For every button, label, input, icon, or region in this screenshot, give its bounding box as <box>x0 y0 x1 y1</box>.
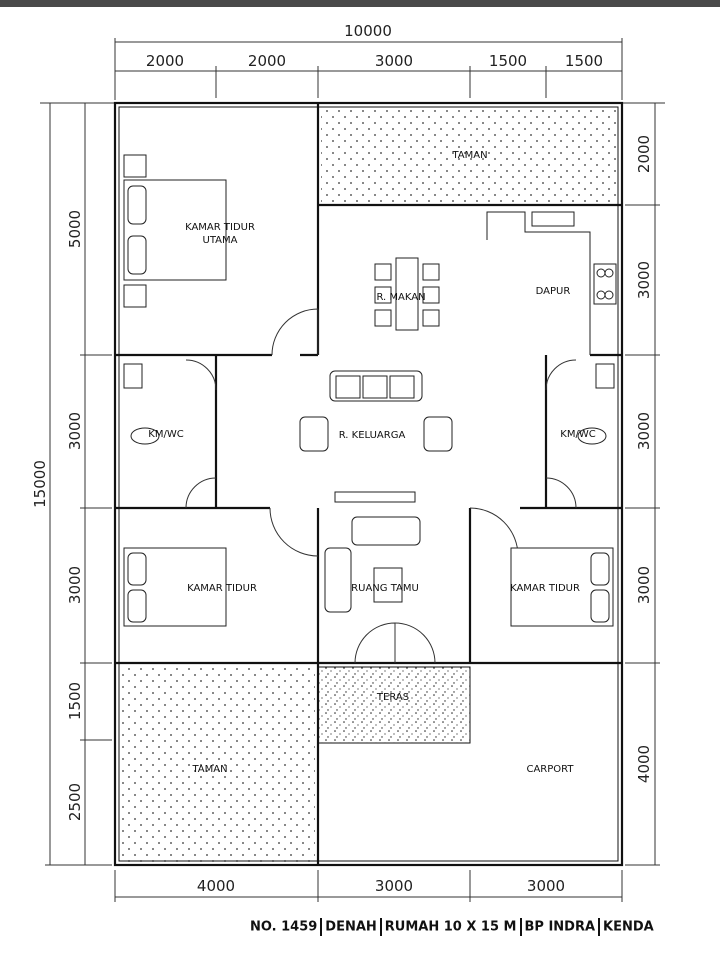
dimension-right <box>625 103 660 866</box>
living-sofa-icon <box>324 516 421 613</box>
label-master-bedroom-2: UTAMA <box>203 235 238 246</box>
dim-left-3: 3000 <box>66 566 84 604</box>
label-living-room: RUANG TAMU <box>351 583 419 594</box>
dim-left-total: 15000 <box>31 460 49 508</box>
dim-top-total: 10000 <box>344 22 392 40</box>
label-terrace: TERAS <box>376 692 409 703</box>
terrace-hatch <box>317 666 471 744</box>
caption-number: NO. 1459 <box>250 919 318 935</box>
label-kitchen: DAPUR <box>536 286 571 297</box>
label-bedroom-right: KAMAR TIDUR <box>510 583 580 594</box>
doors <box>185 308 577 664</box>
dimension-top <box>40 38 665 104</box>
tv-cabinet <box>334 491 416 503</box>
caption-owner: BP INDRA <box>524 919 596 935</box>
caption-location: KENDA <box>603 919 654 935</box>
label-carport: CARPORT <box>526 764 574 775</box>
dim-top-1: 2000 <box>146 52 184 70</box>
caption-divider <box>379 918 382 936</box>
dim-right-1: 2000 <box>635 135 653 173</box>
caption-type: DENAH <box>325 919 377 935</box>
label-master-bedroom-1: KAMAR TIDUR <box>185 222 255 233</box>
label-family-room: R. KELUARGA <box>339 430 406 441</box>
dining-table-icon <box>374 257 440 331</box>
master-bed-icon <box>123 154 227 308</box>
dim-right-2: 3000 <box>635 261 653 299</box>
caption-divider <box>519 918 522 936</box>
dim-top-3: 3000 <box>375 52 413 70</box>
toilet-right-icon <box>577 363 615 445</box>
label-bath-right: KM/WC <box>560 429 595 440</box>
dim-bottom-2: 3000 <box>375 877 413 895</box>
label-dining: R. MAKAN <box>376 292 425 303</box>
dim-left-4: 1500 <box>66 682 84 720</box>
dimension-left <box>45 103 112 866</box>
stove-icon <box>593 263 617 305</box>
caption-divider <box>320 918 323 936</box>
dim-left-1: 5000 <box>66 210 84 248</box>
dim-top-4: 1500 <box>489 52 527 70</box>
sink-icon <box>531 211 575 227</box>
label-taman-bottom: TAMAN <box>191 764 227 775</box>
dim-right-5: 4000 <box>635 745 653 783</box>
caption-divider <box>598 918 601 936</box>
label-taman-top: TAMAN <box>451 150 487 161</box>
dim-left-5: 2500 <box>66 783 84 821</box>
label-bath-left: KM/WC <box>148 429 183 440</box>
caption-house: RUMAH 10 X 15 M <box>384 919 517 935</box>
dimension-bottom <box>114 870 623 902</box>
dim-top-5: 1500 <box>565 52 603 70</box>
kitchen-counter <box>486 211 617 355</box>
garden-bottom-hatch <box>119 667 315 862</box>
dim-bottom-1: 4000 <box>197 877 235 895</box>
garden-top-hatch <box>321 107 618 203</box>
dim-left-2: 3000 <box>66 412 84 450</box>
dim-top-2: 2000 <box>248 52 286 70</box>
bed-left-icon <box>123 547 227 627</box>
toilet-left-icon <box>123 363 160 445</box>
dim-right-3: 3000 <box>635 412 653 450</box>
family-sofa-icon <box>299 370 453 503</box>
caption: NO. 1459 DENAH RUMAH 10 X 15 M BP INDRA KEND… <box>250 918 654 936</box>
dim-right-4: 3000 <box>635 566 653 604</box>
bed-right-icon <box>510 547 614 627</box>
top-bar <box>0 0 720 7</box>
dim-bottom-3: 3000 <box>527 877 565 895</box>
label-bedroom-left: KAMAR TIDUR <box>187 583 257 594</box>
